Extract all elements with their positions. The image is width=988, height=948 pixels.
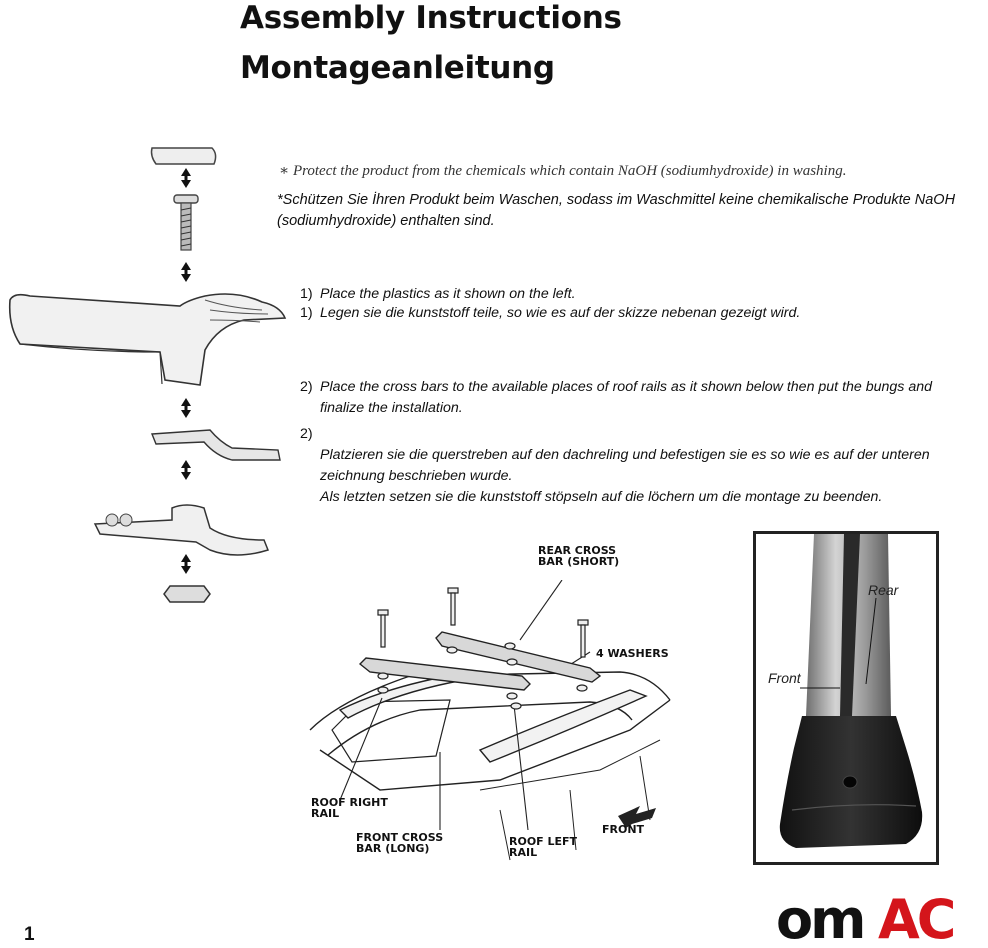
step-1-german: 1)Legen sie die kunststoff teile, so wie…: [300, 305, 801, 321]
plastic-cap-part: [150, 147, 217, 165]
rear-cross-bar-shape: [435, 631, 602, 683]
photo-label-rear: Rear: [868, 582, 899, 598]
label-front: FRONT: [602, 823, 645, 836]
nut-part: [163, 585, 211, 603]
front-arrow-icon: [618, 806, 656, 828]
exploded-parts-diagram: [8, 147, 287, 603]
svg-text:AC: AC: [878, 896, 954, 946]
page-number: 1: [24, 924, 35, 945]
label-roof-right-rail: ROOF RIGHT RAIL: [311, 796, 388, 820]
chemical-note-english: ∗ Protect the product from the chemicals…: [279, 163, 847, 179]
title-english: Assembly Instructions: [240, 0, 622, 36]
photo-label-front: Front: [768, 670, 801, 686]
label-front-cross-bar: FRONT CROSS BAR (LONG): [356, 831, 444, 855]
roof-bar-end-illustration: [779, 534, 923, 848]
step-2-english: 2)Place the cross bars to the available …: [300, 379, 933, 416]
step-1-english: 1)Place the plastics as it shown on the …: [300, 286, 576, 302]
label-roof-left-rail: ROOF LEFT RAIL: [509, 835, 578, 859]
bolt-part: [173, 194, 199, 251]
svg-text:om: om: [776, 896, 863, 946]
roof-installation-diagram: [309, 580, 671, 861]
roof-left-rail-shape: [478, 689, 648, 763]
arrow-icon: [181, 460, 191, 480]
arrow-icon: [181, 554, 191, 574]
end-cap-part: [8, 293, 287, 386]
omac-logo: om AC: [776, 896, 957, 946]
arrow-icon: [181, 262, 191, 282]
title-german: Montageanleitung: [240, 50, 555, 86]
product-photo: Rear Front: [753, 531, 939, 865]
washer-bracket-part: [150, 429, 281, 461]
mount-foot-part: [93, 504, 269, 556]
bolts-and-washers: [377, 587, 589, 710]
chemical-note-german: *Schützen Sie İhren Produkt beim Waschen…: [277, 192, 956, 229]
label-rear-cross-bar: REAR CROSS BAR (SHORT): [538, 544, 620, 568]
step-2-german: 2)Platzieren sie die querstreben auf den…: [300, 426, 930, 505]
front-cross-bar-shape: [358, 657, 531, 691]
arrow-icon: [181, 168, 191, 188]
arrow-icon: [181, 398, 191, 418]
label-washers: 4 WASHERS: [596, 647, 669, 660]
